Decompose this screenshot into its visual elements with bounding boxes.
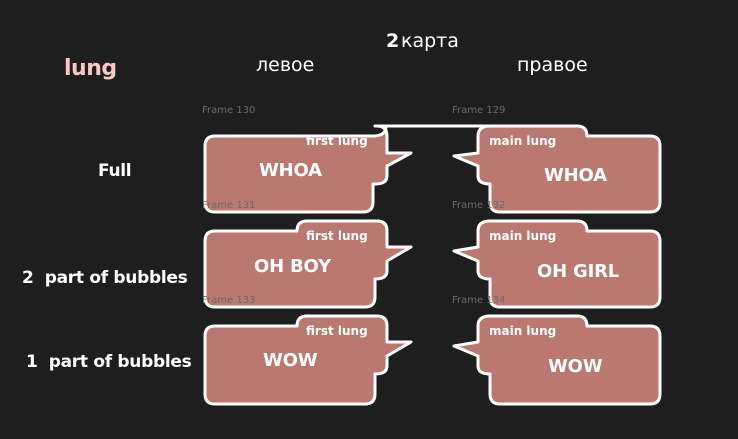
- bubble-main-text: WOW: [263, 350, 318, 371]
- column-header-left: левое: [256, 54, 315, 76]
- frame-label[interactable]: Frame 130: [202, 105, 256, 116]
- bubble-main-text: WOW: [548, 356, 603, 377]
- speech-bubble-left-2[interactable]: [203, 219, 413, 309]
- bubble-main-text: OH GIRL: [537, 261, 620, 282]
- map-number: 2: [386, 30, 400, 52]
- speech-bubble-left-3[interactable]: [203, 314, 413, 406]
- bubble-top-text: main lung: [489, 229, 557, 243]
- frame-label[interactable]: Frame 133: [202, 295, 256, 306]
- bubble-top-text: main lung: [489, 324, 557, 338]
- bubble-main-text: WHOA: [544, 165, 607, 186]
- map-title: карта: [401, 30, 459, 52]
- column-header-right: правое: [517, 54, 588, 76]
- bubble-main-text: OH BOY: [254, 256, 331, 277]
- frame-label[interactable]: Frame 131: [202, 200, 256, 211]
- row-label-two-part: 2 part of bubbles: [22, 268, 188, 288]
- frame-label[interactable]: Frame 129: [452, 105, 506, 116]
- row-label-full: Full: [98, 161, 132, 181]
- bubble-top-text: first lung: [306, 324, 368, 338]
- speech-bubble-right-3[interactable]: [452, 314, 662, 406]
- speech-bubble-right-1[interactable]: [373, 124, 662, 214]
- bubble-top-text: first lung: [306, 134, 368, 148]
- frame-label[interactable]: Frame 132: [452, 200, 506, 211]
- row-label-one-part: 1 part of bubbles: [26, 352, 192, 372]
- bubble-top-text: first lung: [306, 229, 368, 243]
- bubble-top-text: main lung: [489, 134, 557, 148]
- bubble-main-text: WHOA: [259, 160, 322, 181]
- frame-label[interactable]: Frame 134: [452, 295, 506, 306]
- speech-bubble-right-2[interactable]: [452, 219, 662, 309]
- section-title: lung: [64, 56, 117, 81]
